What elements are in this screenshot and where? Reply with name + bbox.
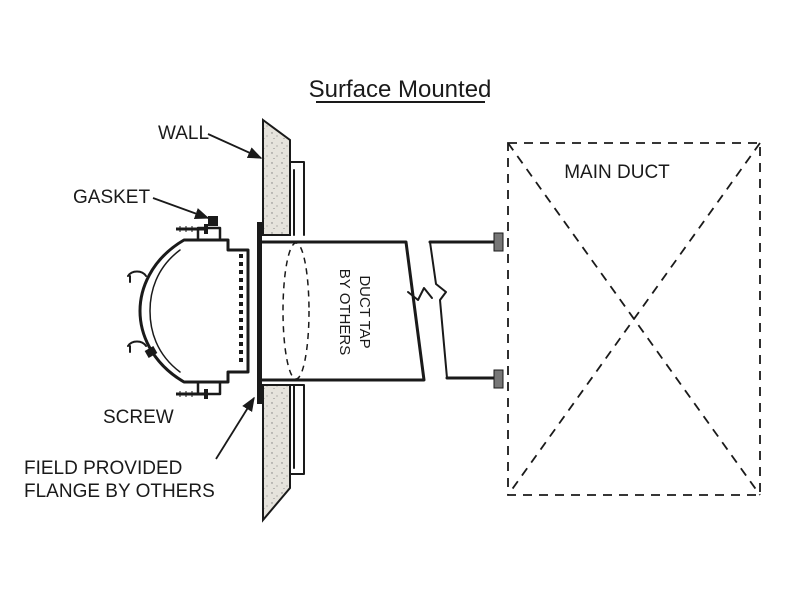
field-flange (257, 222, 262, 404)
latch-top (127, 270, 147, 283)
duct-tap-opening (282, 242, 310, 380)
wall-lower (262, 384, 291, 523)
wall-upper-trim (289, 161, 305, 236)
flange-arrow (215, 396, 255, 460)
duct-tap-label-line2: BY OTHERS (336, 269, 353, 355)
gasket-label: GASKET (73, 187, 150, 208)
device-housing (138, 238, 250, 384)
screw-label: SCREW (103, 407, 174, 428)
duct-tap-continuation (428, 240, 502, 380)
screw-bottom (176, 389, 208, 399)
wall-upper (262, 118, 291, 236)
main-duct-diagonal-b (507, 142, 761, 496)
duct-tap-body (260, 240, 426, 382)
screw-top (176, 224, 208, 234)
main-duct-outline (507, 142, 761, 496)
main-duct-label: MAIN DUCT (564, 162, 670, 183)
flange-label-line1: FIELD PROVIDED (24, 458, 182, 479)
collar-top (493, 232, 504, 252)
wall-arrow (207, 133, 263, 159)
device-bottom-flange (196, 380, 222, 396)
device-top-flange (196, 226, 222, 242)
gasket (208, 216, 218, 226)
flange-label-line2: FLANGE BY OTHERS (24, 481, 215, 502)
duct-tap-continuation-edge (429, 241, 448, 379)
gasket-arrow (152, 197, 210, 219)
latch-bottom (127, 340, 147, 353)
duct-tap-break (407, 287, 433, 301)
wall-lower-trim (289, 384, 305, 475)
wall-label: WALL (158, 123, 209, 144)
duct-tap-label-line1: DUCT TAP (356, 275, 373, 348)
collar-bottom (493, 369, 504, 389)
diagram-title: Surface Mounted (309, 76, 492, 103)
device-inner-curve (149, 249, 181, 373)
duct-tap-label: DUCT TAP BY OTHERS (336, 269, 373, 355)
hinge-block (144, 346, 158, 358)
